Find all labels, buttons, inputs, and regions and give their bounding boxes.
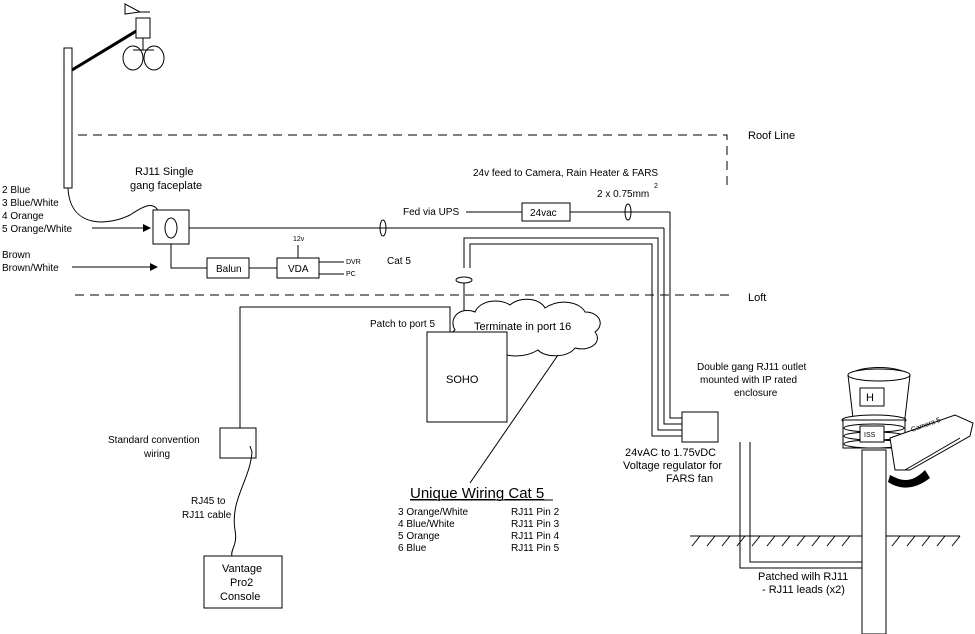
cable-size: 2 x 0.75mm (597, 189, 649, 200)
svg-text:Vantage: Vantage (222, 563, 262, 575)
double-gang-label-2: mounted with IP rated (700, 375, 797, 386)
std-conv-label-2: wiring (143, 449, 170, 460)
vantage-console: Vantage Pro2 Console (203, 555, 283, 609)
rj45-socket (219, 427, 257, 459)
svg-text:24vac: 24vac (530, 208, 557, 219)
rj11-faceplate (152, 209, 190, 245)
rj45-label-1: RJ45 to (191, 496, 226, 507)
loft-label: Loft (748, 292, 766, 304)
dvr-label: DVR (346, 259, 361, 266)
feed-title: 24v feed to Camera, Rain Heater & FARS (473, 168, 658, 179)
roof-line-label: Roof Line (748, 130, 795, 142)
wiring-row-4-wire: 6 Blue (398, 543, 427, 554)
wiring-row-2-pin: RJ11 Pin 3 (511, 519, 560, 530)
vda-12v: 12v (293, 236, 305, 243)
iss-unit: H ISS (841, 367, 911, 449)
svg-text:Pro2: Pro2 (230, 577, 253, 589)
wiring-row-1-pin: RJ11 Pin 2 (511, 507, 560, 518)
svg-text:Balun: Balun (216, 264, 242, 275)
iss-post (861, 449, 887, 634)
double-gang-label-1: Double gang RJ11 outlet (697, 362, 807, 373)
patched-label-2: - RJ11 leads (x2) (762, 584, 845, 596)
fed-via-ups-label: Fed via UPS (403, 207, 459, 218)
wiring-row-4-pin: RJ11 Pin 5 (511, 543, 560, 554)
wire-label-1: 2 Blue (2, 185, 31, 196)
svg-text:H: H (866, 392, 874, 404)
roof-line (78, 134, 728, 190)
wiring-row-3-wire: 5 Orange (398, 531, 440, 542)
faceplate-label-1: RJ11 Single (135, 166, 194, 178)
cable-size-superscript: 2 (654, 183, 658, 190)
wiring-table-title: Unique Wiring Cat 5 (410, 485, 544, 502)
svg-text:ISS: ISS (864, 432, 876, 439)
wiring-row-3-pin: RJ11 Pin 4 (511, 531, 560, 542)
supply-24vac-box: 24vac (521, 202, 571, 222)
soho-box: SOHO (426, 331, 508, 423)
vda-box: VDA (276, 257, 320, 279)
brown-label-2: Brown/White (2, 263, 59, 274)
cat5-label: Cat 5 (387, 256, 411, 267)
regulator-label-2: Voltage regulator for (623, 460, 722, 472)
ground (690, 535, 961, 547)
regulator-label-1: 24vAC to 1.75vDC (625, 447, 716, 459)
svg-text:SOHO: SOHO (446, 374, 479, 386)
terminate-label: Terminate in port 16 (474, 321, 571, 333)
svg-text:VDA: VDA (288, 264, 309, 275)
wire-label-4: 5 Orange/White (2, 224, 72, 235)
wire-label-2: 3 Blue/White (2, 198, 59, 209)
regulator-label-3: FARS fan (666, 473, 713, 485)
patch-port5-label: Patch to port 5 (370, 319, 435, 330)
wiring-row-2-wire: 4 Blue/White (398, 519, 455, 530)
patched-label-1: Patched wilh RJ11 (758, 571, 848, 583)
double-gang-label-3: enclosure (734, 388, 778, 399)
brown-label-1: Brown (2, 250, 30, 261)
rj45-label-2: RJ11 cable (182, 510, 232, 521)
anemometer (63, 3, 165, 189)
std-conv-label-1: Standard convention (108, 435, 200, 446)
wire-label-3: 4 Orange (2, 211, 44, 222)
double-gang-outlet (681, 411, 719, 443)
faceplate-label-2: gang faceplate (130, 180, 202, 192)
pc-label: PC (346, 271, 356, 278)
svg-text:Console: Console (220, 591, 260, 603)
wiring-row-1-wire: 3 Orange/White (398, 507, 468, 518)
balun-box: Balun (206, 257, 250, 279)
